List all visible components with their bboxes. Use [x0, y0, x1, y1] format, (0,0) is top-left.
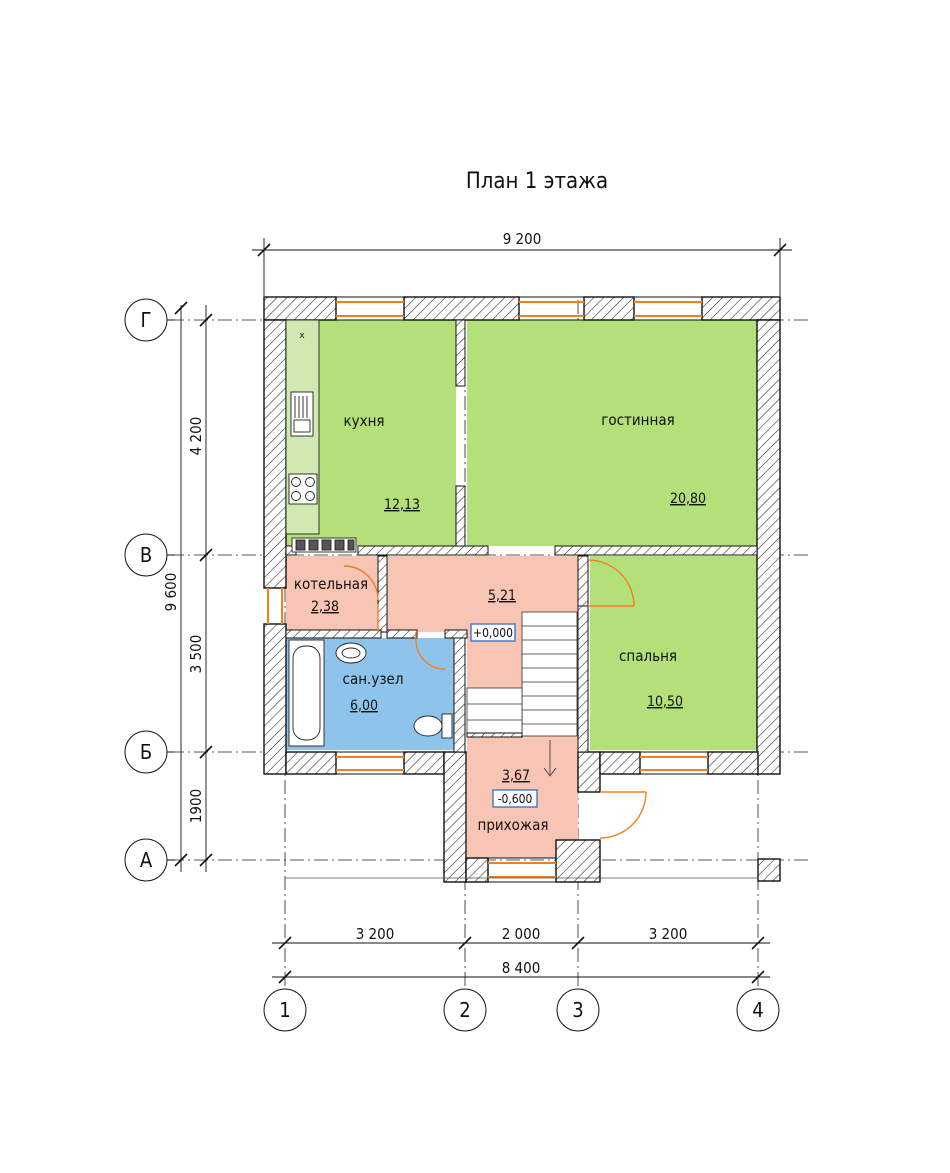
room-boiler-fill	[286, 556, 378, 632]
level-box-floor	[470, 623, 516, 642]
bathroom-fixtures	[288, 639, 453, 747]
axis-labels: Г В Б А 1 2 3 4	[140, 308, 764, 1022]
kitchen-counter: x	[285, 319, 357, 553]
axis-column-label: 2	[459, 998, 470, 1022]
axis-column-label: 1	[279, 998, 290, 1022]
axis-row-label: В	[140, 543, 152, 567]
bathtub-icon	[288, 639, 325, 747]
plan-title: План 1 этажа	[466, 169, 608, 194]
room-area-living: 20,80	[670, 491, 706, 507]
doors	[343, 559, 647, 839]
room-area-hall: 5,21	[488, 588, 516, 604]
svg-text:x: x	[299, 331, 305, 341]
axis-row-label: Б	[140, 740, 152, 764]
dim-left-segment-3: 1900	[187, 789, 205, 823]
room-area-entry: 3,67	[502, 768, 530, 784]
windows	[267, 301, 708, 878]
room-name-bedroom: спальня	[619, 647, 677, 665]
dim-bottom-segment-2: 2 000	[502, 925, 541, 943]
dim-overall-left: 9 600	[162, 573, 180, 612]
room-labels: кухня 12,13 гостинная 20,80 котельная 2,…	[294, 411, 706, 834]
room-area-bathroom: 6,00	[350, 698, 378, 714]
dim-left-segment-1: 4 200	[187, 417, 205, 456]
stove-icon	[288, 473, 318, 505]
room-area-boiler: 2,38	[311, 599, 339, 615]
level-entry: -0,600	[498, 792, 533, 806]
partitions	[285, 319, 758, 753]
dim-left-segment-2: 3 500	[187, 635, 205, 674]
sink-icon	[293, 396, 311, 433]
room-name-entry: прихожая	[478, 816, 549, 834]
room-name-bathroom: сан.узел	[343, 670, 404, 688]
room-name-living: гостинная	[601, 411, 674, 429]
walls	[263, 296, 781, 883]
dim-bottom-segment-3: 3 200	[649, 925, 688, 943]
axis-row-label: А	[140, 848, 153, 872]
room-name-kitchen: кухня	[343, 412, 384, 430]
axis-column-label: 4	[752, 998, 763, 1022]
room-area-bedroom: 10,50	[647, 694, 683, 710]
axis-row-label: Г	[141, 308, 152, 332]
dim-overall-bottom: 8 400	[502, 959, 541, 977]
axis-column-label: 3	[572, 998, 583, 1022]
dimension-lines	[174, 238, 792, 984]
level-floor: +0,000	[473, 626, 513, 640]
dim-bottom-segment-1: 3 200	[356, 925, 395, 943]
axis-bubbles	[124, 298, 780, 1032]
toilet-icon	[413, 713, 453, 739]
dim-overall-top: 9 200	[503, 230, 542, 248]
staircase	[466, 611, 578, 777]
dimension-texts: 9 200 9 600 4 200 3 500 1900 3 200 2 000…	[162, 230, 687, 977]
room-area-kitchen: 12,13	[384, 497, 420, 513]
level-marks: +0,000 -0,600	[470, 623, 538, 808]
washbasin-icon	[335, 642, 367, 664]
room-living-fill	[467, 320, 757, 546]
room-name-boiler: котельная	[294, 575, 368, 593]
level-box-entry	[492, 789, 538, 808]
room-bedroom-fill	[590, 556, 757, 750]
